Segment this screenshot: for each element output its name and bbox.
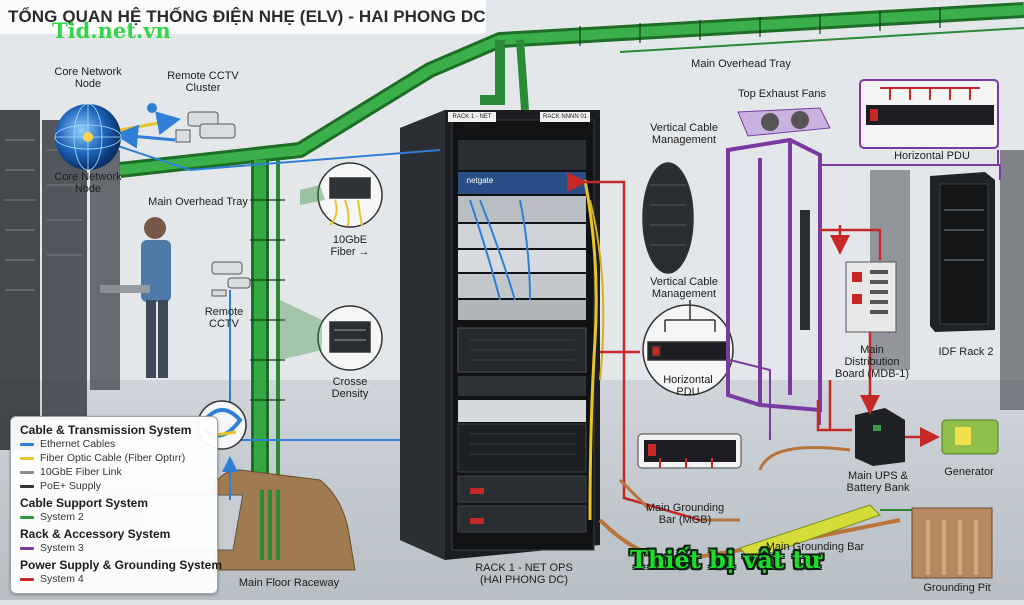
- label-grounding-pit: Grounding Pit: [923, 582, 991, 594]
- label-vertical-cable-mgmt-1: Vertical Cable Management: [650, 122, 718, 146]
- legend-label-fiber: Fiber Optic Cable (Fiber Optırr): [40, 452, 186, 464]
- watermark-bottom: Thiết bị vật tư: [630, 545, 821, 574]
- label-rack-tag-right: RACK NNNN 01: [542, 114, 587, 120]
- generator-unit: [941, 419, 999, 455]
- label-horizontal-pdu-1: Horizontal PDU: [663, 374, 713, 398]
- label-main-grounding-bar-mgb: Main Grounding Bar (MGB): [645, 502, 725, 526]
- power-lines: [567, 172, 940, 522]
- label-remote-cctv-cluster: Remote CCTV Cluster: [167, 70, 239, 94]
- rack-tag-left-bg: [448, 112, 496, 122]
- label-idf-rack-2: IDF Rack 2: [938, 346, 994, 358]
- legend-item-system-4: System 4: [20, 573, 84, 585]
- legend-swatch-fiber: [20, 456, 34, 460]
- label-top-exhaust-fans: Top Exhaust Fans: [737, 88, 827, 100]
- label-core-network-node-1: Core Network Node: [54, 66, 122, 90]
- cctv-cluster-icon: [147, 103, 236, 143]
- label-crosse-density: Crosse Density: [331, 376, 369, 400]
- label-main-floor-raceway: Main Floor Raceway: [238, 577, 340, 589]
- legend-label-system-4: System 4: [40, 573, 84, 585]
- legend-swatch-10gbe: [20, 470, 34, 474]
- legend-label-ethernet: Ethernet Cables: [40, 438, 116, 450]
- legend-swatch-system-2: [20, 515, 34, 519]
- legend-item-system-2: System 2: [20, 511, 84, 523]
- label-main-ups: Main UPS & Battery Bank: [846, 470, 910, 494]
- label-core-network-node-2: Core Network Node: [54, 171, 122, 195]
- pdu-strip-lower: [637, 433, 742, 469]
- callout-vertical-cable-mgmt: [642, 162, 694, 274]
- label-remote-cctv: Remote CCTV: [204, 306, 244, 330]
- legend-swatch-ethernet: [20, 442, 34, 446]
- callout-crosse-density: [317, 305, 383, 371]
- legend-heading-cable-support: Cable Support System: [20, 496, 149, 510]
- ups-unit: [855, 408, 905, 466]
- callout-horizontal-pdu: [642, 300, 734, 396]
- page-title: TỔNG QUAN HỆ THỐNG ĐIỆN NHẸ (ELV) - HAI …: [8, 7, 486, 26]
- title-banner: TỔNG QUAN HỆ THỐNG ĐIỆN NHẸ (ELV) - HAI …: [0, 0, 486, 34]
- grounding-system: [598, 446, 993, 579]
- idf-rack-2: [930, 172, 995, 332]
- legend-label-poe: PoE+ Supply: [40, 480, 102, 492]
- label-rack-tag-left: RACK 1 - NET OPS: [452, 114, 492, 130]
- callout-10gbe: [317, 162, 383, 228]
- label-main-grounding-bar: Main Grounding Bar: [765, 541, 865, 553]
- legend-label-10gbe: 10GbE Fiber Link: [40, 466, 122, 478]
- technician-figure: [100, 217, 171, 378]
- label-vertical-cable-mgmt-2: Vertical Cable Management: [650, 276, 718, 300]
- legend-swatch-system-3: [20, 546, 34, 550]
- legend-heading-cable-transmission: Cable & Transmission System: [20, 423, 192, 437]
- label-10gbe-fiber: 10GbE Fiber →: [330, 234, 370, 258]
- legend-panel: Cable & Transmission System Ethernet Cab…: [10, 416, 222, 594]
- label-main-overhead-tray-top: Main Overhead Tray: [691, 58, 791, 70]
- background-racks-left: [0, 110, 120, 450]
- legend-label-system-2: System 2: [40, 511, 84, 523]
- rack-tag-right-bg: [540, 112, 590, 122]
- legend-item-system-3: System 3: [20, 542, 84, 554]
- rack-1-net-ops: [400, 110, 605, 560]
- label-rack-device-brand: netgate: [466, 176, 494, 185]
- label-rack1-caption: RACK 1 - NET OPS (HAI PHONG DC): [475, 562, 573, 586]
- legend-heading-power-grounding: Power Supply & Grounding System: [20, 558, 223, 572]
- legend-label-system-3: System 3: [40, 542, 84, 554]
- legend-item-poe: PoE+ Supply: [20, 480, 101, 492]
- pdu-top: [859, 79, 999, 149]
- legend-item-fiber: Fiber Optic Cable (Fiber Optırr): [20, 452, 185, 464]
- remote-cctv-icon: [211, 261, 251, 297]
- watermark-top: Tid.net.vn: [52, 18, 171, 43]
- overhead-cable-tray: [119, 2, 1024, 490]
- label-horizontal-pdu-top: Horizontal PDU: [894, 150, 970, 162]
- legend-swatch-system-4: [20, 577, 34, 581]
- label-main-overhead-tray-left: Main Overhead Tray: [148, 196, 248, 208]
- label-generator: Generator: [944, 466, 994, 478]
- label-main-distribution-board: Main Distribution Board (MDB-1): [835, 344, 909, 380]
- legend-item-ethernet: Ethernet Cables: [20, 438, 115, 450]
- legend-item-10gbe: 10GbE Fiber Link: [20, 466, 122, 478]
- legend-heading-rack-accessory: Rack & Accessory System: [20, 527, 171, 541]
- legend-swatch-poe: [20, 484, 34, 488]
- distribution-board: [845, 261, 897, 333]
